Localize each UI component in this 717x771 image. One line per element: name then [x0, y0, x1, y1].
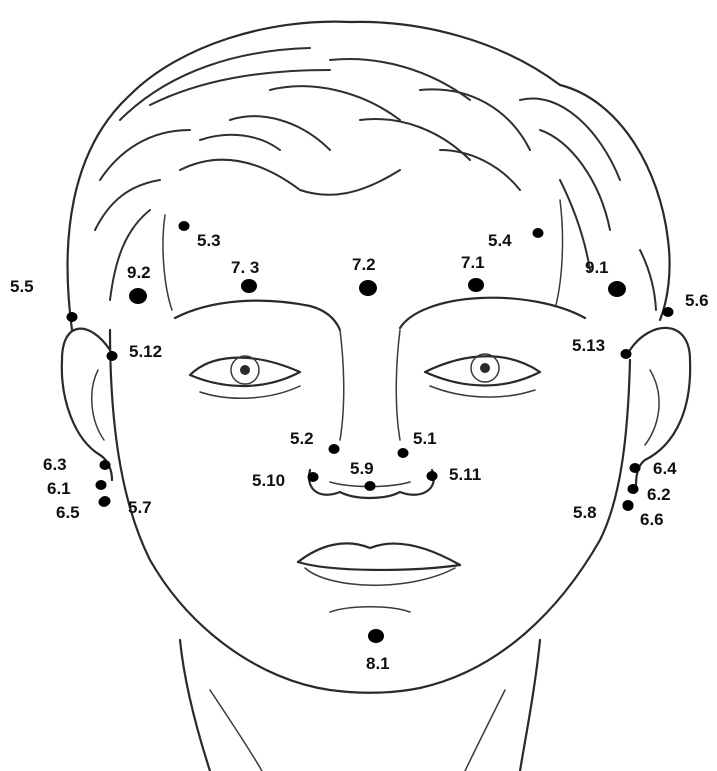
point-marker-8-1 — [368, 629, 384, 643]
point-label-7-3: 7. 3 — [231, 258, 259, 277]
point-marker-7-2 — [359, 280, 377, 296]
point-label-8-1: 8.1 — [366, 654, 390, 673]
point-label-9-1: 9.1 — [585, 258, 609, 277]
point-marker-9-2 — [129, 288, 147, 304]
point-marker-5-3 — [179, 221, 190, 231]
point-label-6-1: 6.1 — [47, 479, 71, 498]
point-marker-6-3 — [100, 460, 111, 470]
point-label-6-2: 6.2 — [647, 485, 671, 504]
point-label-7-1: 7.1 — [461, 253, 485, 272]
point-label-7-2: 7.2 — [352, 255, 376, 274]
point-label-5-1: 5.1 — [413, 429, 437, 448]
point-label-5-8: 5.8 — [573, 503, 597, 522]
point-marker-6-6 — [623, 501, 634, 511]
point-marker-5-12 — [107, 351, 118, 361]
point-label-5-12: 5.12 — [129, 342, 162, 361]
point-marker-5-1 — [398, 448, 409, 458]
point-marker-5-13 — [621, 349, 632, 359]
point-label-5-3: 5.3 — [197, 231, 221, 250]
point-label-6-6: 6.6 — [640, 510, 664, 529]
point-marker-7-3 — [241, 279, 257, 293]
point-label-5-6: 5.6 — [685, 291, 709, 310]
point-marker-6-4 — [630, 463, 641, 473]
point-label-5-4: 5.4 — [488, 231, 512, 250]
point-marker-5-4 — [533, 228, 544, 238]
eyes — [190, 354, 540, 398]
point-marker-5-6 — [663, 307, 674, 317]
point-marker-6-1 — [96, 480, 107, 490]
mouth — [298, 543, 460, 612]
point-marker-5-11 — [427, 471, 438, 481]
point-marker-5-9 — [365, 481, 376, 491]
point-label-9-2: 9.2 — [127, 263, 151, 282]
point-label-5-13: 5.13 — [572, 336, 605, 355]
point-label-5-9: 5.9 — [350, 459, 374, 478]
point-marker-5-10 — [308, 472, 319, 482]
point-marker-5-2 — [329, 444, 340, 454]
eyebrows — [175, 298, 585, 330]
point-label-5-11: 5.11 — [449, 465, 481, 484]
point-label-6-3: 6.3 — [43, 455, 67, 474]
point-label-5-5: 5.5 — [10, 277, 34, 296]
point-marker-5-5 — [67, 312, 78, 322]
point-label-6-5: 6.5 — [56, 503, 80, 522]
point-marker-6-2 — [628, 484, 639, 494]
point-marker-6-5 — [100, 496, 111, 506]
point-label-5-7: 5.7 — [128, 498, 152, 517]
point-label-5-2: 5.2 — [290, 429, 314, 448]
point-marker-7-1 — [468, 278, 484, 292]
point-label-5-10: 5.10 — [252, 471, 285, 490]
point-marker-9-1 — [608, 281, 626, 297]
point-label-6-4: 6.4 — [653, 459, 677, 478]
acupoint-markers — [67, 221, 674, 643]
